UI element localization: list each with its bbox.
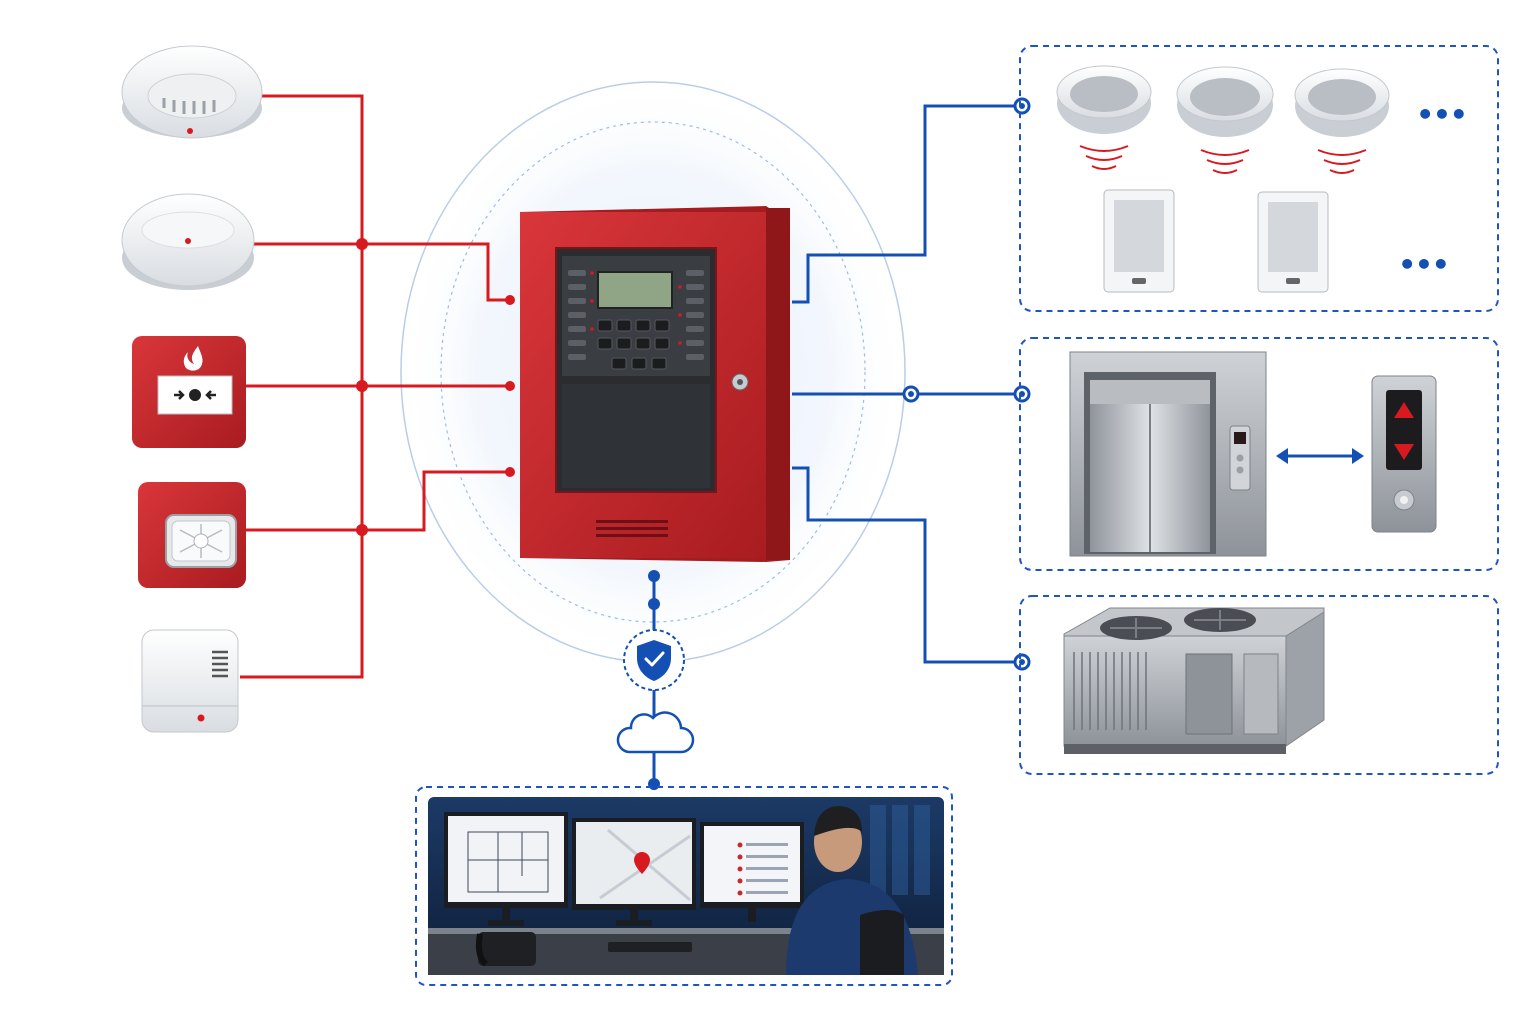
more-wall-speakers-marker: ••• xyxy=(1399,248,1450,281)
hvac-group xyxy=(1019,595,1499,775)
operator-workstation-icon xyxy=(428,797,944,975)
hvac-unit-icon xyxy=(1063,607,1325,754)
elevator-call-panel-icon xyxy=(1371,375,1437,533)
more-speakers-marker: ••• xyxy=(1417,98,1468,131)
ceiling-speaker-icon xyxy=(1176,66,1274,174)
strobe-icon xyxy=(138,482,246,588)
manual-call-point-icon xyxy=(132,336,246,448)
heat-detector-icon xyxy=(121,193,255,290)
ceiling-speaker-icon xyxy=(1056,65,1152,170)
input-junctions xyxy=(356,238,515,536)
wall-speaker-icon xyxy=(1103,189,1175,293)
elevator-icon xyxy=(1069,351,1267,557)
monitoring-station xyxy=(415,786,953,986)
wall-sensor-icon xyxy=(141,629,239,733)
wall-speaker-icon xyxy=(1257,191,1329,293)
smoke-detector-icon xyxy=(121,45,263,139)
control-panel-icon xyxy=(520,206,790,562)
cloud-icon xyxy=(616,711,695,754)
notification-group: ••• ••• xyxy=(1019,45,1499,312)
elevator-link-arrow xyxy=(1276,448,1364,464)
shield-check-icon xyxy=(623,629,685,691)
ceiling-speaker-icon xyxy=(1294,68,1390,174)
elevator-group xyxy=(1019,337,1499,571)
